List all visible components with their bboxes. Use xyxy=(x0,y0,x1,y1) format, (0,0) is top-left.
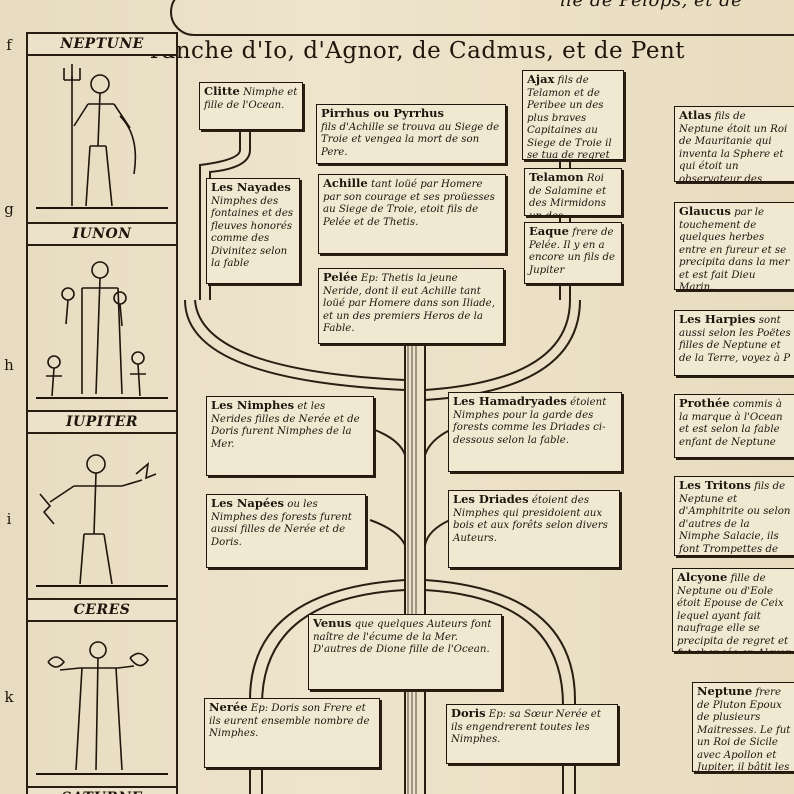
jupiter-figure-icon xyxy=(36,454,168,587)
box-title: Alcyone xyxy=(677,570,728,584)
box-title: Pelée xyxy=(323,270,358,284)
box-nimphes: Les Nimphes et les Nerides filles de Ner… xyxy=(206,396,374,476)
box-title: Les Nayades xyxy=(211,180,291,194)
box-text: Roi de Salamine et des Mirmidons un des … xyxy=(529,173,607,216)
box-clitte: Clitte Nimphe et fille de l'Ocean. xyxy=(199,82,303,130)
box-text: fils d'Achille se trouva au Siege de Tro… xyxy=(321,121,500,158)
box-text: Ep: Doris son Frere et ils eurent ensemb… xyxy=(209,703,370,739)
box-title: Doris xyxy=(451,706,486,720)
row-mark-h: h xyxy=(4,356,14,374)
box-title: Les Nimphes xyxy=(211,398,295,412)
box-text: tant loüé par Homere par son courage et … xyxy=(323,179,495,228)
box-napees: Les Napées ou les Nimphes des forests fu… xyxy=(206,494,366,568)
box-title: Clitte xyxy=(204,84,240,98)
box-text: fils de Telamon et de Peribee un des plu… xyxy=(527,75,612,160)
box-text: sont aussi selon les Poëtes filles de Ne… xyxy=(679,315,791,364)
box-neptune: Neptune frere de Pluton Epoux de plusieu… xyxy=(692,682,794,772)
deity-label-neptune: NEPTUNE xyxy=(28,32,176,56)
row-mark-i: i xyxy=(6,510,12,528)
box-text: Nimphes des fontaines et des fleuves hon… xyxy=(211,195,294,270)
box-achille: Achille tant loüé par Homere par son cou… xyxy=(318,174,506,254)
box-text: et les Nerides filles de Nerée et de Dor… xyxy=(211,401,360,450)
row-mark-k: k xyxy=(4,688,14,706)
box-venus: Venus que quelques Auteurs font naître d… xyxy=(308,614,502,690)
box-nayades: Les Nayades Nimphes des fontaines et des… xyxy=(206,178,300,284)
box-title: Nerée xyxy=(209,700,248,714)
box-text: commis à la marque à l'Ocean et est selo… xyxy=(679,399,783,448)
ceres-figure-icon xyxy=(36,641,168,775)
box-pirrhus: Pirrhus ou Pyrrhus fils d'Achille se tro… xyxy=(316,104,506,164)
box-title: Les Hamadryades xyxy=(453,394,567,408)
box-text: étoient Nimphes pour la garde des forest… xyxy=(453,397,607,446)
box-alcyone: Alcyone fille de Neptune ou d'Eole étoit… xyxy=(672,568,794,652)
box-title: Les Tritons xyxy=(679,478,751,492)
box-eaque: Eaque frere de Pelée. Il y en a encore u… xyxy=(524,222,622,284)
box-title: Glaucus xyxy=(679,204,731,218)
box-title: Atlas xyxy=(679,108,712,122)
box-hamadryades: Les Hamadryades étoient Nimphes pour la … xyxy=(448,392,622,472)
box-tritons: Les Tritons fils de Neptune et d'Amphitr… xyxy=(674,476,794,556)
box-ajax: Ajax fils de Telamon et de Peribee un de… xyxy=(522,70,624,160)
box-text: par le touchement de quelques herbes ent… xyxy=(679,207,790,290)
box-harpies: Les Harpies sont aussi selon les Poëtes … xyxy=(674,310,794,376)
deity-column: NEPTUNE IUNON IUPITER xyxy=(26,32,178,794)
box-pelee: Pelée Ep: Thetis la jeune Neride, dont i… xyxy=(318,268,504,344)
box-glaucus: Glaucus par le touchement de quelques he… xyxy=(674,202,794,290)
box-text: fils de Neptune et d'Amphitrite ou selon… xyxy=(679,481,791,555)
box-text: frere de Pelée. Il y en a encore un fils… xyxy=(529,227,615,276)
box-text: frere de Pluton Epoux de plusieurs Maitr… xyxy=(697,687,791,772)
box-title: Achille xyxy=(323,176,368,190)
neptune-figure-icon xyxy=(36,64,168,209)
box-text: que quelques Auteurs font naître de l'éc… xyxy=(313,619,492,655)
box-title: Neptune xyxy=(697,684,753,698)
box-title: Les Napées xyxy=(211,496,284,510)
box-text: Ep: Thetis la jeune Neride, dont il eut … xyxy=(323,273,495,334)
box-text: fille de Neptune ou d'Eole étoit Epouse … xyxy=(677,573,792,651)
chart-heading: ranche d'Io, d'Agnor, de Cadmus, et de P… xyxy=(150,38,686,64)
box-prothee: Prothée commis à la marque à l'Ocean et … xyxy=(674,394,794,458)
deity-label-saturn: SATURNE xyxy=(28,786,176,794)
title-scroll-band xyxy=(170,0,794,36)
deity-label-jupiter: IUPITER xyxy=(28,410,176,434)
box-driades: Les Driades étoient des Nimphes qui pres… xyxy=(448,490,620,568)
row-mark-g: g xyxy=(4,200,14,218)
box-text: Nimphe et fille de l'Ocean. xyxy=(204,87,298,111)
box-title: Ajax xyxy=(527,72,555,86)
scroll-title-text: ile de Pelops, et de xyxy=(560,0,743,11)
box-title: Telamon xyxy=(529,170,584,184)
box-title: Les Driades xyxy=(453,492,529,506)
box-neree: Nerée Ep: Doris son Frere et ils eurent … xyxy=(204,698,380,768)
box-title: Venus xyxy=(313,616,352,630)
deity-label-ceres: CERES xyxy=(28,598,176,622)
box-text: étoient des Nimphes qui presidoient aux … xyxy=(453,495,608,544)
box-telamon: Telamon Roi de Salamine et des Mirmidons… xyxy=(524,168,622,216)
box-text: Ep: sa Sœur Nerée et ils engendrerent to… xyxy=(451,709,601,745)
box-text: ou les Nimphes des forests furent aussi … xyxy=(211,499,352,548)
box-title: Eaque xyxy=(529,224,569,238)
box-text: fils de Neptune étoit un Roi de Mauritan… xyxy=(679,111,788,182)
box-atlas: Atlas fils de Neptune étoit un Roi de Ma… xyxy=(674,106,794,182)
box-title: Les Harpies xyxy=(679,312,756,326)
box-title: Pirrhus ou Pyrrhus xyxy=(321,106,445,120)
row-mark-f: f xyxy=(6,36,12,54)
deity-label-juno: IUNON xyxy=(28,222,176,246)
box-doris: Doris Ep: sa Sœur Nerée et ils engendrer… xyxy=(446,704,618,764)
box-title: Prothée xyxy=(679,396,730,410)
juno-figure-icon xyxy=(36,261,168,399)
